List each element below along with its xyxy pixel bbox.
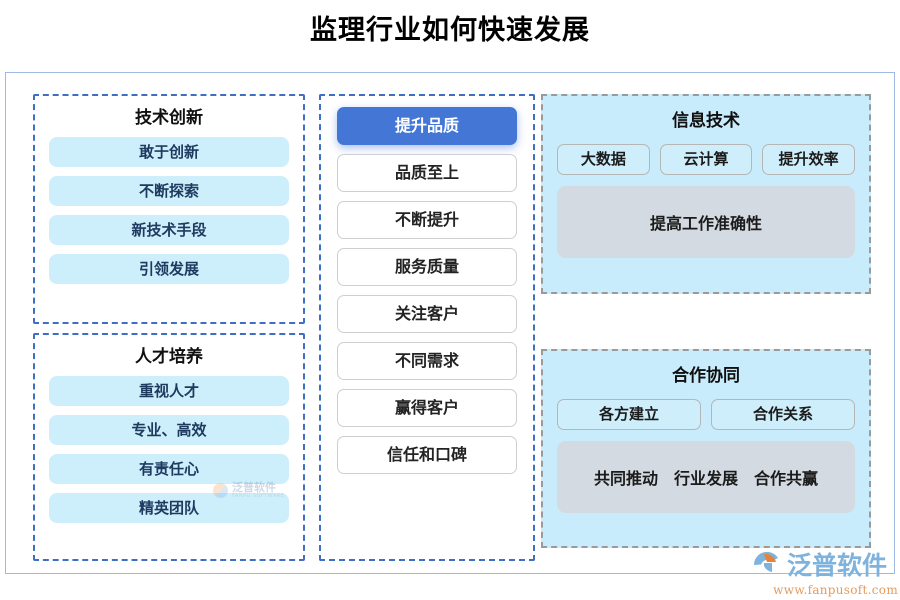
group-talent-development: 人才培养 重视人才 专业、高效 有责任心 精英团队 [33, 333, 305, 561]
list-item[interactable]: 不断提升 [337, 201, 517, 239]
chip-row: 各方建立 合作关系 [557, 399, 855, 430]
chip-row: 大数据 云计算 提升效率 [557, 144, 856, 175]
chip[interactable]: 提升效率 [762, 144, 856, 175]
footer-tag: 合作共赢 [754, 469, 819, 488]
footer-tag: 共同推动 [593, 469, 658, 488]
list-item[interactable]: 重视人才 [49, 376, 289, 406]
list-item[interactable]: 服务质量 [337, 248, 517, 286]
left-column: 技术创新 敢于创新 不断探索 新技术手段 引领发展 人才培养 重视人才 专业、高… [33, 94, 305, 561]
group-heading: 技术创新 [135, 108, 203, 128]
list-item[interactable]: 赢得客户 [337, 389, 517, 427]
logo-name: 泛普软件 [787, 550, 888, 580]
panel-information-technology: 信息技术 大数据 云计算 提升效率 提高工作准确性 [541, 94, 871, 294]
list-item[interactable]: 专业、高效 [49, 415, 289, 445]
logo-url: www.fanpusoft.com [773, 583, 898, 597]
content-frame: 技术创新 敢于创新 不断探索 新技术手段 引领发展 人才培养 重视人才 专业、高… [5, 72, 895, 574]
panel-footer-box: 提高工作准确性 [557, 186, 855, 258]
highlighted-item-quality[interactable]: 提升品质 [337, 107, 517, 145]
panel-footer-box: 共同推动 行业发展 合作共赢 [557, 441, 855, 513]
group-heading: 人才培养 [135, 347, 203, 367]
panel-collaboration: 合作协同 各方建立 合作关系 共同推动 行业发展 合作共赢 [541, 349, 871, 548]
page-title: 监理行业如何快速发展 [0, 14, 900, 48]
list-item[interactable]: 引领发展 [49, 254, 289, 284]
right-column: 信息技术 大数据 云计算 提升效率 提高工作准确性 合作协同 各方建立 合作关系… [541, 94, 871, 561]
footer-tag: 提高工作准确性 [649, 214, 762, 233]
list-item[interactable]: 敢于创新 [49, 137, 289, 167]
chip[interactable]: 各方建立 [557, 399, 701, 430]
panel-heading: 合作协同 [672, 366, 740, 386]
logo-row: 泛普软件 [752, 548, 898, 582]
group-technology-innovation: 技术创新 敢于创新 不断探索 新技术手段 引领发展 [33, 94, 305, 324]
list-item[interactable]: 不同需求 [337, 342, 517, 380]
fanpu-logo: 泛普软件 www.fanpusoft.com [752, 548, 898, 597]
chip[interactable]: 大数据 [557, 144, 650, 175]
list-item[interactable]: 新技术手段 [49, 215, 289, 245]
list-item[interactable]: 有责任心 [49, 454, 289, 484]
footer-tag: 行业发展 [673, 469, 738, 488]
list-item[interactable]: 不断探索 [49, 176, 289, 206]
page-title-text: 监理行业如何快速发展 [310, 15, 590, 46]
middle-column: 提升品质 品质至上 不断提升 服务质量 关注客户 不同需求 赢得客户 信任和口碑 [319, 94, 535, 561]
panel-heading: 信息技术 [672, 111, 740, 131]
chip[interactable]: 合作关系 [711, 399, 855, 430]
list-item[interactable]: 关注客户 [337, 295, 517, 333]
list-item[interactable]: 精英团队 [49, 493, 289, 523]
list-item[interactable]: 信任和口碑 [337, 436, 517, 474]
list-item[interactable]: 品质至上 [337, 154, 517, 192]
fanpu-logo-icon [752, 548, 782, 582]
chip[interactable]: 云计算 [659, 144, 753, 175]
